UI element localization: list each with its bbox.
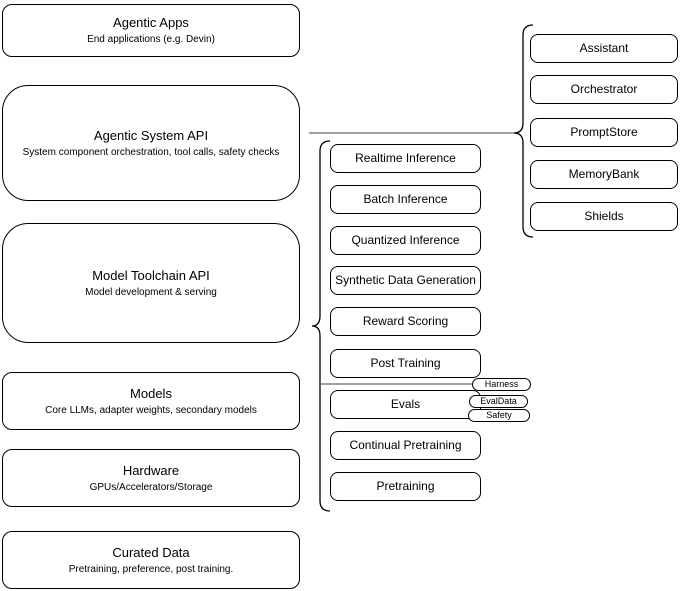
node-batch-inference: Batch Inference	[330, 185, 481, 214]
node-agentic-system-api: Agentic System API System component orch…	[2, 85, 300, 201]
node-pretraining: Pretraining	[330, 472, 481, 501]
node-assistant: Assistant	[530, 34, 678, 63]
tag-harness: Harness	[472, 378, 531, 391]
node-hardware: Hardware GPUs/Accelerators/Storage	[2, 449, 300, 507]
node-title: Model Toolchain API	[92, 267, 210, 283]
node-shields: Shields	[530, 202, 678, 231]
node-continual-pretraining: Continual Pretraining	[330, 431, 481, 460]
node-quantized-inference: Quantized Inference	[330, 226, 481, 255]
node-synthetic-data-generation: Synthetic Data Generation	[330, 266, 481, 295]
node-title: Curated Data	[112, 544, 190, 560]
node-title: Models	[130, 385, 172, 401]
node-title: Agentic Apps	[113, 15, 189, 30]
node-subtitle: Model development & serving	[85, 286, 217, 298]
node-title: Hardware	[122, 462, 180, 478]
node-subtitle: End applications (e.g. Devin)	[87, 34, 215, 45]
node-orchestrator: Orchestrator	[530, 75, 678, 104]
node-subtitle: GPUs/Accelerators/Storage	[89, 481, 213, 493]
node-curated-data: Curated Data Pretraining, preference, po…	[2, 531, 300, 589]
node-subtitle: Pretraining, preference, post training.	[68, 563, 234, 575]
tag-evaldata: EvalData	[469, 395, 528, 408]
node-realtime-inference: Realtime Inference	[330, 144, 481, 173]
node-evals: Evals	[330, 390, 481, 419]
toolchain-group-brace	[311, 140, 331, 512]
tag-safety: Safety	[468, 409, 530, 422]
node-subtitle: System component orchestration, tool cal…	[22, 146, 280, 158]
components-group-brace	[513, 24, 534, 238]
node-memorybank: MemoryBank	[530, 160, 678, 189]
node-promptstore: PromptStore	[530, 118, 678, 147]
node-agentic-apps: Agentic Apps End applications (e.g. Devi…	[2, 4, 300, 57]
node-reward-scoring: Reward Scoring	[330, 307, 481, 336]
node-models: Models Core LLMs, adapter weights, secon…	[2, 372, 300, 430]
node-model-toolchain-api: Model Toolchain API Model development & …	[2, 223, 300, 343]
node-post-training: Post Training	[330, 349, 481, 378]
node-title: Agentic System API	[93, 127, 209, 143]
node-subtitle: Core LLMs, adapter weights, secondary mo…	[45, 404, 257, 416]
